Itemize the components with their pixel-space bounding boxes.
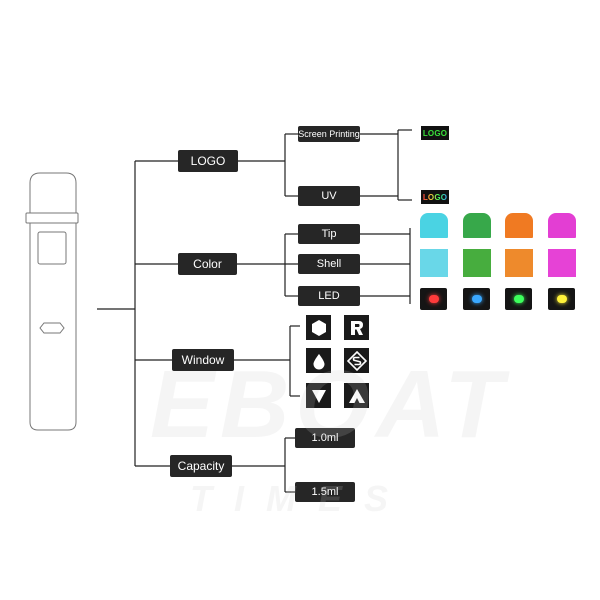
tip-swatch-orange xyxy=(505,213,533,238)
uv-logo-sample: LOGO xyxy=(421,190,449,204)
led-option: LED xyxy=(298,286,360,306)
tip-swatch-cyan xyxy=(420,213,448,238)
window-option: Window xyxy=(172,349,234,371)
uv-option: UV xyxy=(298,186,360,206)
watermark-sub: TIMES xyxy=(190,478,411,519)
led-yellow xyxy=(548,288,575,310)
drop-icon xyxy=(306,348,331,373)
triangle-down-icon xyxy=(306,383,331,408)
shell-option: Shell xyxy=(298,254,360,274)
capacity-1-0ml-option: 1.0ml xyxy=(295,428,355,448)
logo-option: LOGO xyxy=(178,150,238,172)
tip-swatch-magenta xyxy=(548,213,576,238)
capacity-option: Capacity xyxy=(170,455,232,477)
tip-swatch-green xyxy=(463,213,491,238)
shell-swatch-magenta xyxy=(548,249,576,277)
shell-swatch-cyan xyxy=(420,249,448,277)
led-green xyxy=(505,288,532,310)
a-letter-icon xyxy=(344,383,369,408)
hexagon-icon xyxy=(306,315,331,340)
screen-printing-option: Screen Printing xyxy=(298,126,360,142)
color-option: Color xyxy=(178,253,237,275)
shell-swatch-orange xyxy=(505,249,533,277)
uv-logo-sample-text: LOGO xyxy=(422,192,448,202)
s-letter-icon xyxy=(344,348,369,373)
vape-device-outline xyxy=(25,172,79,431)
capacity-1-5ml-option: 1.5ml xyxy=(295,482,355,502)
watermark-logo: EBOAT xyxy=(150,351,509,458)
shell-swatch-green xyxy=(463,249,491,277)
tip-option: Tip xyxy=(298,224,360,244)
led-red xyxy=(420,288,447,310)
screen-printing-logo-sample: LOGO xyxy=(421,126,449,140)
r-letter-icon xyxy=(344,315,369,340)
led-blue xyxy=(463,288,490,310)
